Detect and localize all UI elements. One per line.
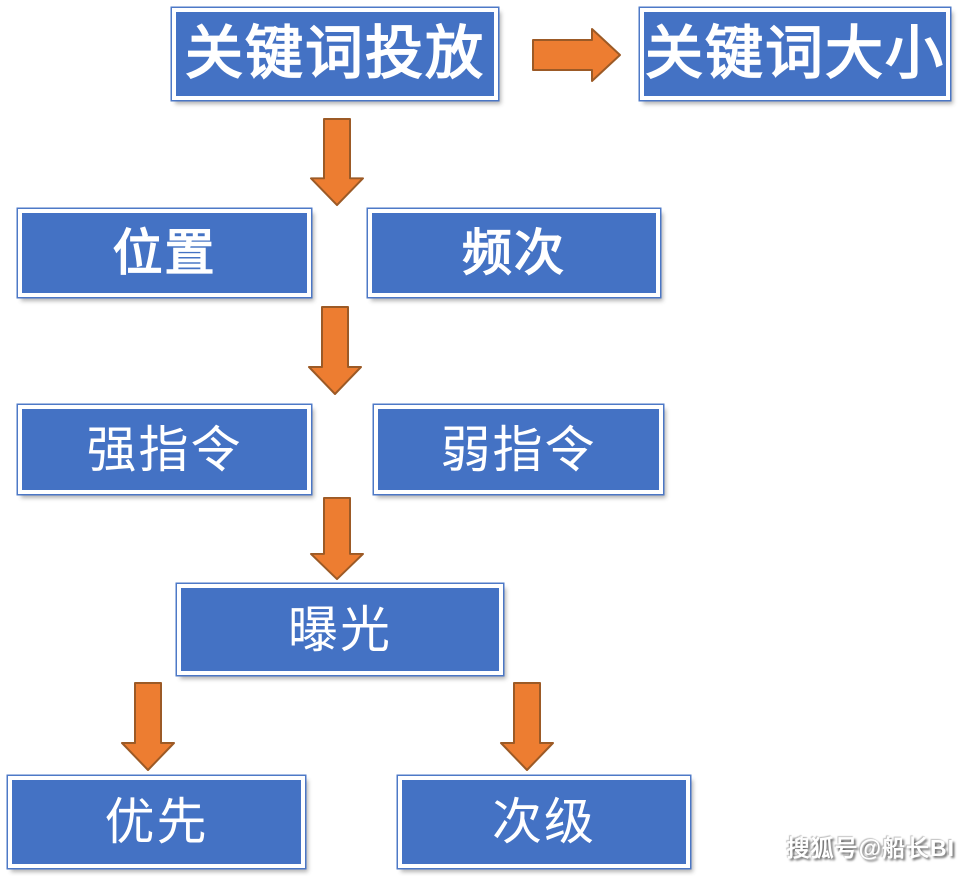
node-weak-command: 弱指令 <box>374 405 663 494</box>
node-secondary: 次级 <box>398 776 690 868</box>
watermark-text: 搜狐号@船长BI <box>786 835 955 861</box>
node-exposure: 曝光 <box>177 584 503 675</box>
node-position-label: 位置 <box>112 225 217 281</box>
node-priority-label: 优先 <box>104 794 209 850</box>
node-keyword-size-label: 关键词大小 <box>644 21 945 86</box>
arrow-down-connector-3 <box>309 497 365 581</box>
arrow-down-connector-2 <box>307 306 363 396</box>
arrow-down-connector-left <box>120 682 176 772</box>
node-keyword-size: 关键词大小 <box>640 8 950 100</box>
node-keyword-placement: 关键词投放 <box>172 8 498 100</box>
node-strong-command-label: 强指令 <box>86 421 243 478</box>
node-frequency: 频次 <box>368 209 660 297</box>
node-weak-command-label: 弱指令 <box>440 421 597 478</box>
arrow-right-connector <box>532 27 622 83</box>
arrow-down-connector-1 <box>309 118 365 207</box>
arrow-down-connector-right <box>499 682 555 772</box>
node-priority: 优先 <box>8 776 305 868</box>
node-position: 位置 <box>18 209 311 297</box>
node-strong-command: 强指令 <box>18 405 311 494</box>
node-exposure-label: 曝光 <box>288 601 392 658</box>
node-keyword-placement-label: 关键词投放 <box>184 21 485 86</box>
node-frequency-label: 频次 <box>462 225 566 281</box>
node-secondary-label: 次级 <box>492 794 596 850</box>
